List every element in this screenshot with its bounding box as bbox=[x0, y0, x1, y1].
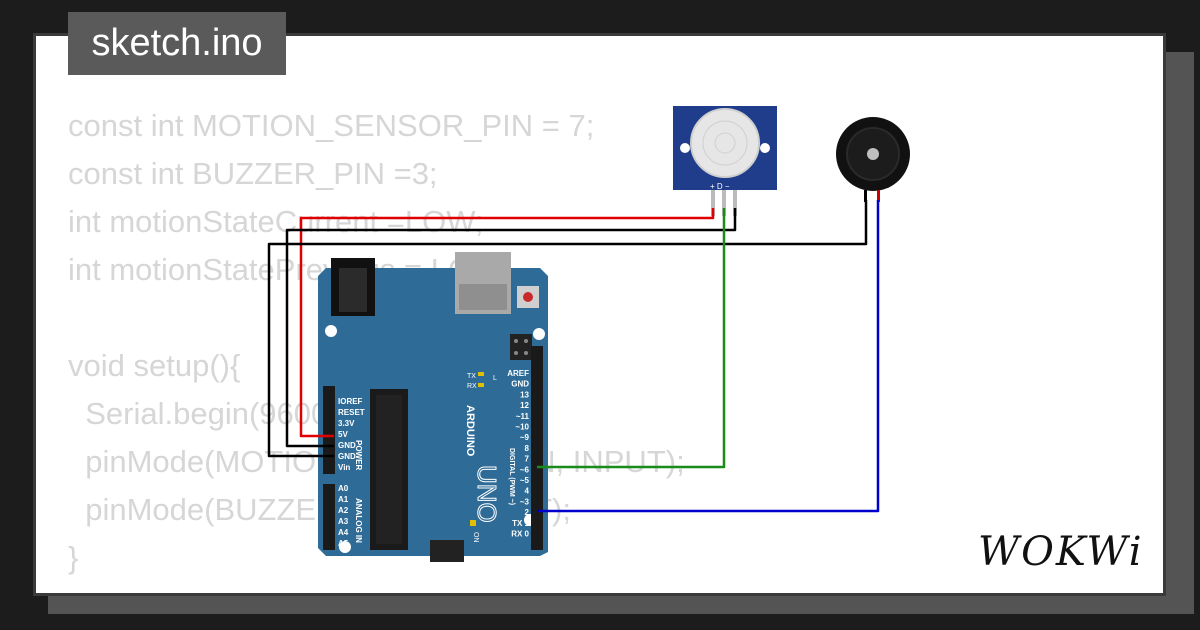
power-header bbox=[323, 386, 335, 474]
pin-label: 7 bbox=[525, 455, 530, 464]
piezo-buzzer[interactable] bbox=[836, 117, 910, 202]
analog-header bbox=[323, 484, 335, 550]
code-line: const int MOTION_SENSOR_PIN = 7; bbox=[68, 108, 595, 143]
code-line: const int BUZZER_PIN =3; bbox=[68, 156, 438, 191]
wires bbox=[267, 200, 880, 513]
wire-5v bbox=[299, 208, 715, 438]
arduino-model-label: UNO bbox=[472, 465, 502, 523]
pin-label: A1 bbox=[338, 495, 349, 504]
pin-label: 2 bbox=[525, 508, 530, 517]
digital-label: DIGITAL (PWM ~) bbox=[508, 448, 515, 505]
sketch-tab[interactable]: sketch.ino bbox=[68, 12, 286, 75]
pin-label: GND bbox=[338, 441, 356, 450]
digital-header bbox=[531, 346, 543, 550]
pin-label: 12 bbox=[520, 401, 529, 410]
code-line: } bbox=[68, 540, 79, 575]
code-line: Serial.begin(9600); bbox=[68, 396, 348, 431]
power-label: POWER bbox=[354, 440, 363, 470]
pin-label: RESET bbox=[338, 408, 365, 417]
pin-label: IOREF bbox=[338, 397, 363, 406]
wire-motion-signal bbox=[537, 208, 726, 469]
pin-label: A3 bbox=[338, 517, 349, 526]
wire-gnd-buzzer bbox=[267, 200, 868, 458]
pin-label: ~6 bbox=[520, 465, 530, 474]
pin-label: ~11 bbox=[516, 412, 530, 421]
pin-label: A5 bbox=[338, 539, 349, 548]
pin-label: GND bbox=[511, 380, 529, 389]
wokwi-logo-text: WOKWi bbox=[978, 529, 1144, 575]
arduino-uno-board[interactable]: ARDUINO UNO DIGITAL (PWM ~) POWER ANALOG… bbox=[318, 252, 548, 562]
code-line: void setup(){ bbox=[68, 348, 241, 383]
pin-label: 5V bbox=[338, 430, 348, 439]
power-pin-labels: IOREF RESET 3.3V 5V GND GND Vin bbox=[338, 397, 365, 472]
tx-label: TX bbox=[467, 373, 476, 380]
pin-label: 13 bbox=[520, 390, 529, 399]
pir-dome bbox=[690, 108, 760, 178]
pin-label: A2 bbox=[338, 506, 349, 515]
pin-label: 8 bbox=[525, 444, 530, 453]
wokwi-logo: WOKWi bbox=[978, 529, 1144, 575]
pin-label: ~3 bbox=[520, 497, 530, 506]
pin-label: ~5 bbox=[520, 476, 530, 485]
wire-gnd-pir bbox=[285, 208, 737, 448]
pin-label: AREF bbox=[507, 369, 529, 378]
pir-pin-labels: + D − bbox=[710, 182, 730, 191]
on-label: ON bbox=[472, 532, 479, 543]
arduino-brand-label: ARDUINO bbox=[464, 405, 476, 457]
code-line: int motionStateCurrent =LOW; bbox=[68, 204, 484, 239]
pin-label: 4 bbox=[525, 487, 530, 496]
pin-label: A4 bbox=[338, 528, 349, 537]
wire-buzzer-signal bbox=[537, 200, 880, 513]
pin-label: Vin bbox=[338, 463, 350, 472]
l-label: L bbox=[493, 375, 497, 382]
pin-label: TX 1 bbox=[512, 519, 529, 528]
pin-label: RX 0 bbox=[511, 530, 529, 539]
pin-label: 3.3V bbox=[338, 419, 355, 428]
pin-label: A0 bbox=[338, 484, 349, 493]
preview-card bbox=[33, 33, 1166, 596]
analog-label: ANALOG IN bbox=[354, 498, 363, 543]
pin-label: GND bbox=[338, 452, 356, 461]
pin-label: ~10 bbox=[515, 423, 529, 432]
pin-label: ~9 bbox=[520, 433, 530, 442]
rx-label: RX bbox=[467, 383, 477, 390]
pir-motion-sensor[interactable]: + D − bbox=[673, 106, 777, 216]
